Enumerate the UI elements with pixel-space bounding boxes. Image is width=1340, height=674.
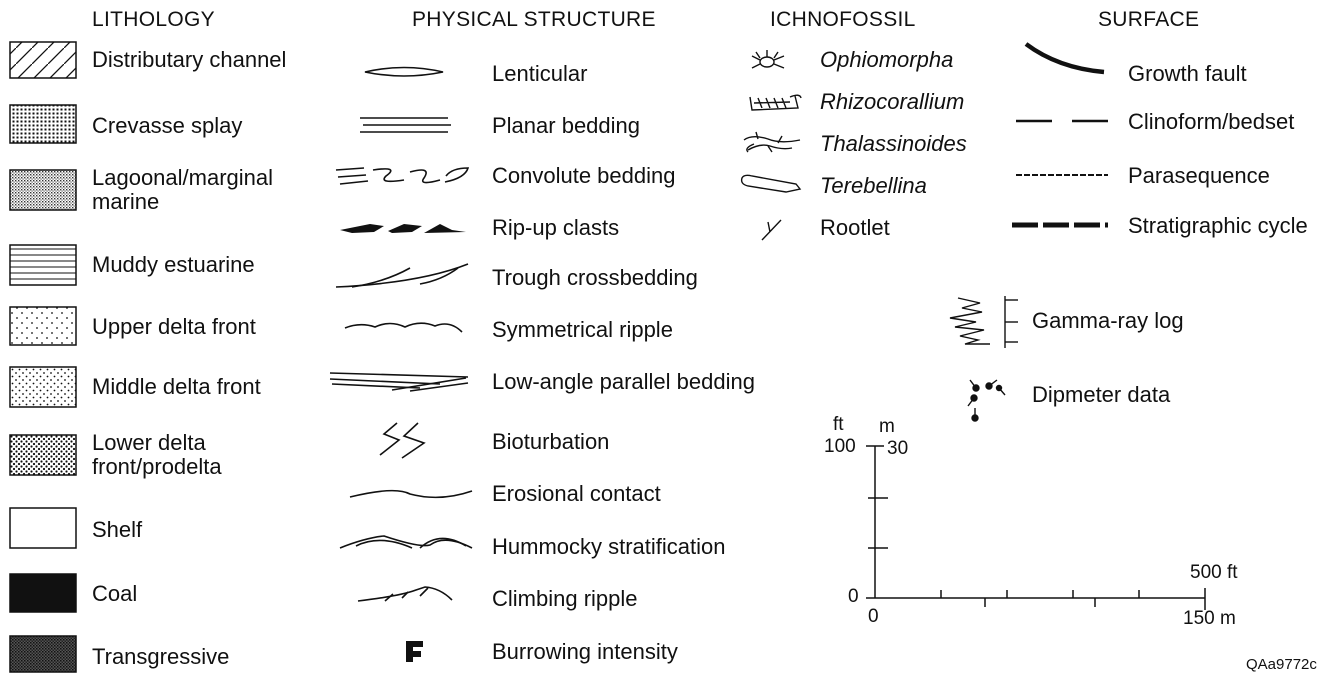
structure-label: Burrowing intensity [492, 640, 678, 664]
climbing-ripple-icon [358, 587, 452, 601]
crevasse-splay-swatch [10, 105, 76, 143]
structure-label: Lenticular [492, 62, 587, 86]
bioturbation-icon [380, 423, 424, 458]
lagoonal-marine-swatch [10, 170, 76, 210]
lithology-label: Shelf [92, 518, 142, 542]
lithology-label: Coal [92, 582, 137, 606]
symmetrical-ripple-icon [345, 323, 462, 332]
ichnofossil-label: Thalassinoides [820, 132, 967, 156]
distributary-channel-swatch [10, 42, 76, 78]
lithology-label: Middle delta front [92, 375, 261, 399]
structure-label: Rip-up clasts [492, 216, 619, 240]
transgressive-swatch [10, 636, 76, 672]
low-angle-bedding-icon [330, 373, 468, 391]
structure-label: Low-angle parallel bedding [492, 370, 755, 394]
structure-label: Hummocky stratification [492, 535, 726, 559]
ichnofossil-label: Rootlet [820, 216, 890, 240]
rootlet-icon [762, 220, 781, 240]
structure-label: Convolute bedding [492, 164, 675, 188]
structure-label: Symmetrical ripple [492, 318, 673, 342]
scale-h-max-m: 150 m [1183, 608, 1236, 630]
thalassinoides-icon [744, 132, 800, 152]
scale-v-max-ft: 100 [824, 436, 856, 458]
lower-delta-front-swatch [10, 435, 76, 475]
muddy-estuarine-swatch [10, 245, 76, 285]
convolute-bedding-icon [336, 168, 468, 184]
surface-label: Stratigraphic cycle [1128, 214, 1308, 238]
surface-label: Parasequence [1128, 164, 1270, 188]
scale-unit-ft: ft [833, 414, 844, 436]
surface-header: SURFACE [1098, 8, 1199, 32]
ichnofossil-label: Ophiomorpha [820, 48, 953, 72]
structure-label: Climbing ripple [492, 587, 638, 611]
ichnofossil-label: Rhizocorallium [820, 90, 964, 114]
structure-label: Trough crossbedding [492, 266, 698, 290]
growth-fault-icon [1026, 44, 1104, 72]
upper-delta-front-swatch [10, 307, 76, 345]
scale-unit-m: m [879, 416, 895, 438]
planar-bedding-icon [360, 118, 451, 132]
gamma-ray-log-icon [950, 296, 1018, 348]
lithology-label: Muddy estuarine [92, 253, 255, 277]
structure-label: Planar bedding [492, 114, 640, 138]
lithology-header: LITHOLOGY [92, 8, 215, 32]
rhizocorallium-icon [750, 95, 801, 110]
erosional-contact-icon [350, 491, 472, 498]
structure-label: Bioturbation [492, 430, 609, 454]
hummocky-icon [340, 536, 472, 548]
dipmeter-data-icon [968, 380, 1005, 421]
scale-ft-ticks [941, 588, 1205, 598]
lithology-label: Crevasse splay [92, 114, 242, 138]
lithology-label: Distributary channel [92, 48, 286, 72]
scale-h-max-ft: 500 ft [1190, 562, 1238, 584]
middle-delta-front-swatch [10, 367, 76, 407]
scale-v-max-m: 30 [887, 438, 908, 460]
dipmeter-label: Dipmeter data [1032, 383, 1170, 407]
terebellina-icon [742, 175, 800, 192]
surface-label: Growth fault [1128, 62, 1247, 86]
ichnofossil-header: ICHNOFOSSIL [770, 8, 916, 32]
rip-up-clasts-icon [340, 224, 466, 233]
lithology-label: Transgressive [92, 645, 229, 669]
scale-origin: 0 [848, 586, 859, 608]
scale-m-ticks [985, 598, 1205, 610]
lithology-label: Lower delta front/prodelta [92, 431, 252, 479]
coal-swatch [10, 574, 76, 612]
ichnofossil-label: Terebellina [820, 174, 927, 198]
gamma-ray-label: Gamma-ray log [1032, 309, 1184, 333]
figure-code: QAa9772c [1246, 656, 1317, 673]
burrowing-intensity-icon [406, 641, 423, 662]
surface-label: Clinoform/bedset [1128, 110, 1294, 134]
scale-bar [866, 446, 1205, 610]
scale-h-origin: 0 [868, 606, 879, 628]
ophiomorpha-icon [752, 50, 784, 68]
lithology-label: Lagoonal/marginal marine [92, 166, 302, 214]
physical-structure-header: PHYSICAL STRUCTURE [412, 8, 656, 32]
lithology-label: Upper delta front [92, 315, 256, 339]
shelf-swatch [10, 508, 76, 548]
trough-crossbedding-icon [336, 264, 468, 287]
structure-label: Erosional contact [492, 482, 661, 506]
lenticular-icon [365, 68, 443, 77]
